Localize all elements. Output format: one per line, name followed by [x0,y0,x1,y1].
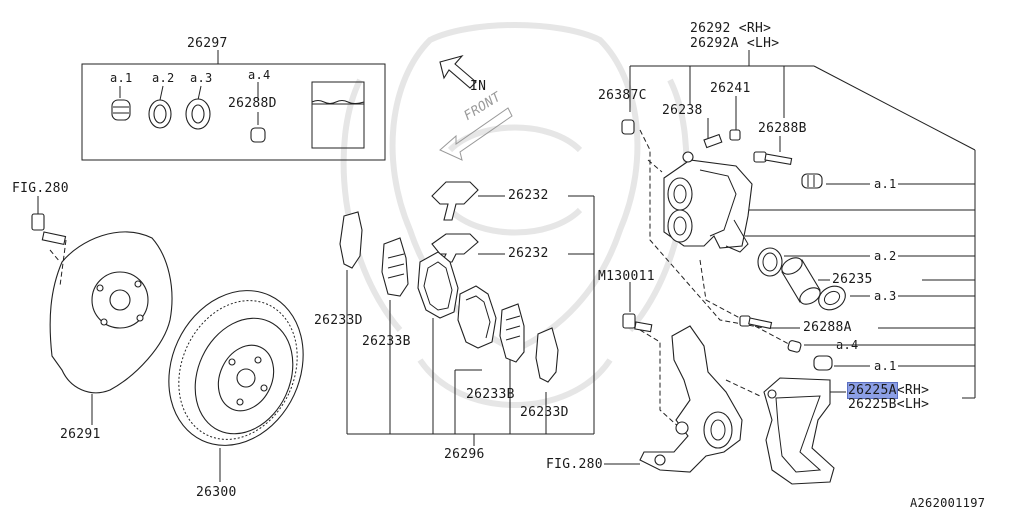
label-kit-a3: a.3 [190,71,213,85]
label-right-a3: a.3 [874,289,897,303]
caliper-dashes [639,129,801,429]
piston-boot [818,285,846,311]
label-26296: 26296 [444,447,485,462]
caliper-leaders [629,50,976,399]
label-in: IN [470,79,487,94]
kit-dust-boot [111,99,131,121]
shim-outer-right [535,327,559,383]
label-26235: 26235 [832,272,873,287]
guide-pin-a [739,315,773,330]
guide-pin-b [753,151,793,166]
label-kit-a1: a.1 [110,71,133,85]
pad-outer [417,251,459,319]
pad-inner [457,285,497,349]
piston-seal [757,247,783,277]
shim-inner-left [381,237,409,297]
kit-seal-ring [148,99,172,129]
in-arrow-icon [439,54,477,89]
label-right-a1-top: a.1 [874,177,897,191]
label-26232-upper: 26232 [508,188,549,203]
label-26225B-lh: 26225B<LH> [848,397,930,412]
shim-inner-right [499,303,525,363]
label-fig280-top: FIG.280 [12,181,69,196]
caliper-support [763,377,835,485]
label-26288A: 26288A [803,320,852,335]
front-arrow-icon [439,107,513,161]
pin-sleeve-right [787,340,802,353]
label-26387C: 26387C [598,88,647,103]
label-kit-a2: a.2 [152,71,175,85]
pad-clip-lower [431,233,479,263]
dust-boot-bottom [813,355,833,371]
brake-rotor [168,290,304,482]
label-26225A-rh: 26225A<RH> [847,382,930,399]
label-rh-side: <RH> [896,383,930,398]
label-26288B: 26288B [758,121,807,136]
bleeder-cap [621,119,635,135]
label-right-a2: a.2 [874,249,897,263]
drawing-code: A262001197 [910,496,986,510]
shim-outer-left [339,211,363,269]
mount-bolt [31,196,67,246]
support-bolt [622,282,653,333]
label-26233D-right: 26233D [520,405,569,420]
dust-boot-top [801,173,823,189]
piston [781,257,821,305]
label-26232-lower: 26232 [508,246,549,261]
label-26292A-lh: 26292A <LH> [690,36,780,51]
highlighted-part-26225A[interactable]: 26225A [847,382,898,399]
label-kit-a4: a.4 [248,68,271,82]
label-26297: 26297 [187,36,228,51]
steering-knuckle [604,325,743,473]
caliper-body [663,159,753,253]
label-26238: 26238 [662,103,703,118]
backing-plate [49,231,173,425]
label-26241: 26241 [710,81,751,96]
label-right-a1-bottom: a.1 [874,359,897,373]
pad-kit-leaders [346,195,595,446]
label-26233B-right: 26233B [466,387,515,402]
bleeder-screw [682,133,723,163]
label-right-a4: a.4 [836,338,859,352]
label-26300: 26300 [196,485,237,500]
label-M130011: M130011 [598,269,655,284]
kit-boot-ring [185,98,211,130]
kit-box [81,50,386,161]
bushing [729,129,741,141]
kit-pin-sleeve [250,127,266,143]
pad-clip-upper [431,181,479,221]
label-26233B-left: 26233B [362,334,411,349]
label-26292-rh: 26292 <RH> [690,21,772,36]
label-fig280-bottom: FIG.280 [546,457,603,472]
label-26233D-left: 26233D [314,313,363,328]
label-26288D: 26288D [228,96,277,111]
label-26291: 26291 [60,427,101,442]
